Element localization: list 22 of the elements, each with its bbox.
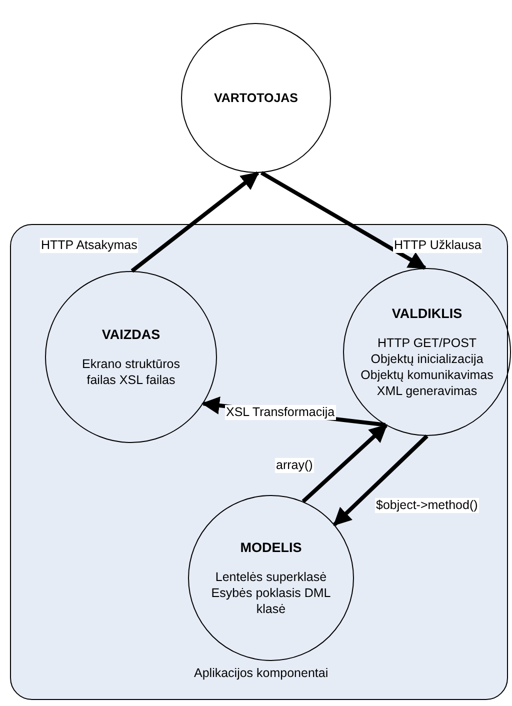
node-title: VALDIKLIS <box>392 306 462 322</box>
arrow <box>260 171 427 270</box>
edge-label: XSL Transformacija <box>225 405 336 420</box>
circle-node <box>343 268 511 436</box>
circle-node <box>188 495 354 661</box>
group-panel <box>10 224 508 700</box>
edge-label: array() <box>275 458 314 473</box>
edge-label: $object->method() <box>375 498 479 513</box>
group-label: Aplikacijos komponentai <box>194 665 328 681</box>
circle-node <box>45 271 217 443</box>
node-text: HTTP GET/POST Objektų inicializacija Objektų komunikavimas XML generavimas <box>360 334 494 398</box>
edge-label: HTTP Užklausa <box>393 238 482 253</box>
circle-node <box>181 23 331 173</box>
node-title: VAIZDAS <box>102 326 160 342</box>
node-text: VARTOTOJAS <box>214 90 298 106</box>
arrow <box>333 434 428 526</box>
node-text: Ekrano struktūros failas XSL failas <box>81 356 181 388</box>
node-text: Lentelės superklasė Esybės poklasis DML klasė <box>210 568 332 616</box>
edge-label: HTTP Atsakymas <box>40 238 138 253</box>
arrow <box>302 424 388 503</box>
arrow <box>130 171 260 273</box>
node-title: MODELIS <box>240 540 302 556</box>
